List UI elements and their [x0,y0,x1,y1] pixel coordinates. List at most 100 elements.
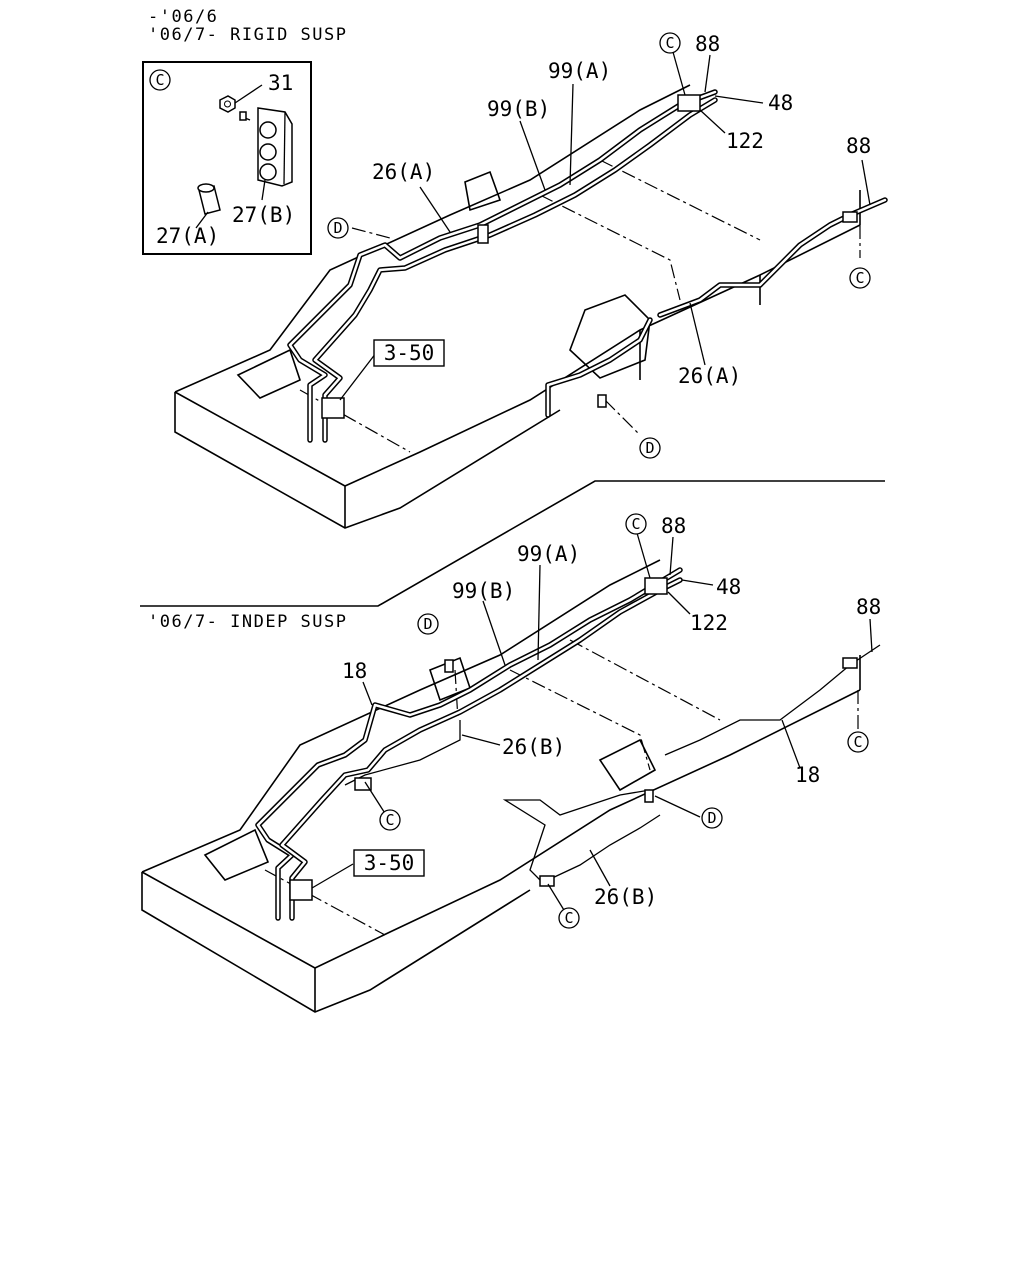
top-label-99a: 99(A) [548,59,611,83]
centerline-front [299,389,411,453]
top-label-88a: 88 [695,32,720,56]
frame-bracket-upper [464,170,502,212]
bot-label-99b: 99(B) [452,579,515,603]
top-ref-label[interactable]: 3-50 [384,341,435,365]
leader-bot-18-r [781,719,801,769]
centerline2-rear [569,639,721,721]
bot-c-label: C [631,515,640,533]
clip-27b-edge [283,111,286,185]
centerline-d-left [351,227,391,239]
inset-marker-circle [149,69,171,91]
bot-c-right-label: C [853,733,862,751]
frame2-right-rail [314,689,861,969]
top-d-left-marker [327,217,349,239]
leader-bot-ref [311,863,354,889]
leader-bot-26b-r [589,849,611,887]
top-d-left-label: D [333,219,342,237]
top-c-label: C [665,34,674,52]
frame2-left-rail [141,559,661,873]
frame-crossmember-front [236,348,301,399]
indep-susp-diagram: C 88 99(A) 48 99(B) 122 D 88 18 26(B) C … [141,513,881,1013]
frame-bracket-lower [569,294,651,379]
section-divider [140,480,885,607]
bot-ref-label[interactable]: 3-50 [364,851,415,875]
bot-c-bottom-label: C [564,909,573,927]
top-label-26a-left: 26(A) [372,160,435,184]
centerline-d-bottom [604,399,641,436]
bot-label-99a: 99(A) [517,542,580,566]
bot-label-48: 48 [716,575,741,599]
leader-bot-c [636,532,651,579]
leader-top-99a [569,83,574,186]
leader-bot-48 [681,579,714,586]
leader-top-48 [714,95,764,104]
clip-27b-ring-3 [259,163,277,181]
inset-marker-label: C [155,71,164,89]
top-c-right-label: C [855,269,864,287]
bot-label-18-left: 18 [342,659,367,683]
leader-27a [195,211,209,229]
top-c-marker [659,32,681,54]
leader-bot-d-right [654,795,701,818]
bot-d-right-marker [701,807,723,829]
bot-d-top-label: D [423,615,432,633]
detail-c-inset: C 31 27(B) 27(A) [142,61,312,255]
leader-top-ref [339,352,377,401]
leader-27b [261,179,266,201]
top-ref-box [373,339,445,367]
brake-pipes-bottom [255,567,881,921]
bolt-head [239,111,247,121]
leader-top-26a-r [689,302,706,366]
bot-label-122: 122 [690,611,728,635]
centerline2-mid [509,669,651,771]
leader-bot-26b-l [461,734,501,746]
label-27a: 27(A) [156,224,219,248]
bot-c-marker [625,513,647,535]
bot-d-right-label: D [707,809,716,827]
frame2-front-face [141,871,316,1012]
bot-c-left-label: C [385,811,394,829]
leader-bot-18-l [362,681,373,706]
top-label-48: 48 [768,91,793,115]
top-label-88b: 88 [846,134,871,158]
rigid-susp-diagram: C 88 99(A) 48 99(B) 122 88 26(A) D C 3-5… [174,32,888,529]
bot-label-88a: 88 [661,514,686,538]
leader-bot-99b [482,600,506,666]
frame2-crossmember-front [203,828,270,881]
leader-bot-122 [667,591,691,615]
label-31: 31 [268,71,293,95]
header-variant-indep: '06/7- INDEP SUSP [148,612,348,632]
leader-bot-88a [669,536,674,576]
header-variant-rigid: '06/7- RIGID SUSP [148,25,348,45]
brake-pipes-top [287,89,888,443]
centerline-rear [599,159,761,241]
bot-label-18-right: 18 [795,763,820,787]
clip-27b-ring-1 [259,121,277,139]
bot-c-left-marker [379,809,401,831]
leader-top-26a-l [419,186,451,233]
top-label-26a-right: 26(A) [678,364,741,388]
bot-c-right-marker [847,731,869,753]
leader-bot-99a [537,564,541,661]
bot-label-26b-right: 26(B) [594,885,657,909]
top-d-bottom-marker [639,437,661,459]
frame2-bracket-mid [598,738,657,792]
nut-31-hole [224,100,231,108]
sleeve-27a-end [197,183,215,193]
top-label-99b: 99(B) [487,97,550,121]
leader-bot-88b [869,618,873,653]
centerline2-front [264,869,386,936]
header-date-range: -'06/6 [148,7,218,27]
frame-front-face [174,391,346,528]
top-d-bottom-label: D [645,439,654,457]
bot-d-top-marker [417,613,439,635]
bot-c-bottom-marker [558,907,580,929]
leader-top-88a [704,54,711,93]
label-27b: 27(B) [232,203,295,227]
inset-border [142,61,312,255]
top-c-right-marker [849,267,871,289]
bot-ref-box [353,849,425,877]
leader-top-122 [699,109,726,134]
leader-31 [234,84,263,104]
